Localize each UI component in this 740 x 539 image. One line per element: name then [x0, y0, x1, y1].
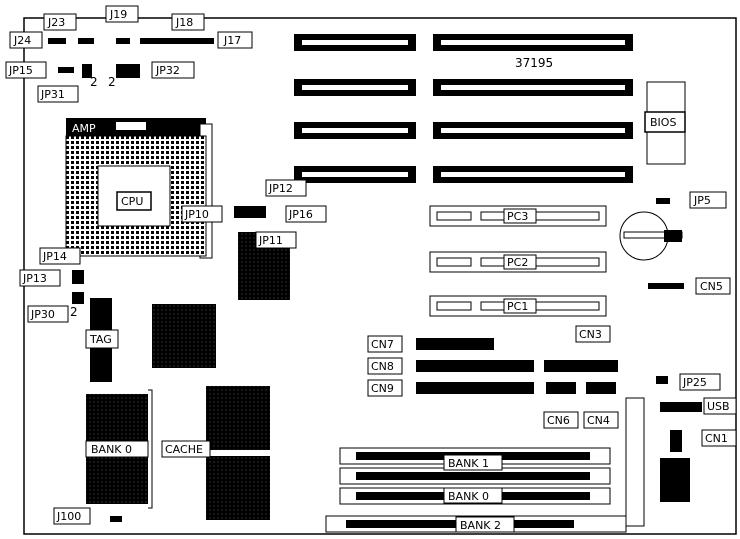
label-j24: J24 — [13, 34, 31, 47]
cpu-brand: AMP — [72, 122, 96, 135]
label-pc1: PC1 — [507, 300, 528, 313]
board-number: 37195 — [515, 56, 553, 70]
label-jp5: JP5 — [693, 194, 711, 207]
label-jp32: JP32 — [155, 64, 180, 77]
isa-slots — [294, 34, 633, 183]
label-jp16: JP16 — [288, 208, 313, 221]
label-cn9: CN9 — [371, 382, 394, 395]
bios-chip: BIOS — [644, 81, 686, 165]
label-j19: J19 — [109, 8, 127, 21]
label-j17: J17 — [223, 34, 241, 47]
pin-marker-jp31: 2 — [90, 75, 98, 89]
chipset-4 — [206, 456, 270, 520]
label-cn6: CN6 — [547, 414, 570, 427]
board-outline — [23, 17, 737, 535]
tag-label: TAG — [89, 333, 112, 346]
label-cn4: CN4 — [587, 414, 610, 427]
label-pc3: PC3 — [507, 210, 528, 223]
pin-marker-jp30: 2 — [70, 305, 78, 319]
label-pc2: PC2 — [507, 256, 528, 269]
label-jp25: JP25 — [682, 376, 707, 389]
bios-label: BIOS — [650, 116, 676, 129]
chipset-3 — [206, 386, 270, 450]
cache-chips — [86, 389, 153, 509]
pci-slots — [429, 205, 607, 317]
cpu-socket: AMP CPU — [65, 118, 213, 259]
io-headers — [416, 198, 702, 527]
label-bank1: BANK 1 — [448, 457, 489, 470]
label-cn1: CN1 — [705, 432, 728, 445]
label-j23: J23 — [47, 16, 65, 29]
top-headers — [48, 38, 214, 78]
label-jp12: JP12 — [268, 182, 293, 195]
label-usb: USB — [707, 400, 730, 413]
chipset-2 — [152, 304, 216, 368]
label-j18: J18 — [175, 16, 193, 29]
left-headers — [72, 206, 266, 522]
label-jp13: JP13 — [22, 272, 47, 285]
label-cache-bank0: BANK 0 — [91, 443, 132, 456]
cpu-label: CPU — [121, 195, 143, 208]
label-jp15: JP15 — [8, 64, 33, 77]
label-j100: J100 — [56, 510, 81, 523]
label-bank2: BANK 2 — [460, 519, 501, 532]
label-cn3: CN3 — [579, 328, 602, 341]
label-cn8: CN8 — [371, 360, 394, 373]
tag-chip: TAG — [85, 298, 119, 382]
label-jp14: JP14 — [42, 250, 67, 263]
pin-marker-jp32: 2 — [108, 75, 116, 89]
label-jp10: JP10 — [184, 208, 209, 221]
label-jp30: JP30 — [30, 308, 55, 321]
label-bank0: BANK 0 — [448, 490, 489, 503]
labels: J23 J24 J19 J18 J17 JP15 JP31 2 2 JP32 J… — [5, 5, 737, 533]
label-jp31: JP31 — [40, 88, 65, 101]
battery — [619, 211, 683, 261]
label-cn5: CN5 — [700, 280, 723, 293]
label-jp11: JP11 — [258, 234, 283, 247]
label-cn7: CN7 — [371, 338, 394, 351]
label-cache: CACHE — [165, 443, 203, 456]
